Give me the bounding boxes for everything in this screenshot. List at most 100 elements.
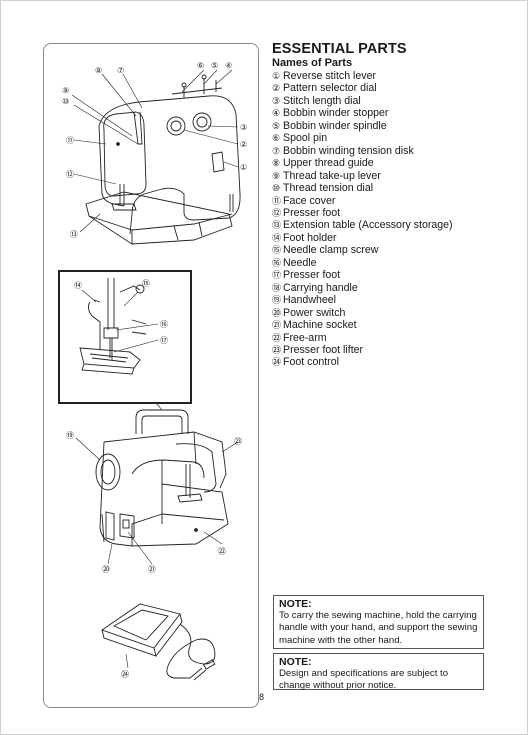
callout-8: ⑧ <box>95 66 102 75</box>
part-number: ④ <box>272 108 281 119</box>
part-label: Upper thread guide <box>283 157 374 170</box>
callout-5: ⑤ <box>211 61 218 70</box>
part-number: ② <box>272 83 281 94</box>
note-heading: NOTE: <box>279 598 312 610</box>
callout-10: ⑩ <box>62 97 69 106</box>
part-number: ㉓ <box>272 344 282 355</box>
part-number: ⑳ <box>272 307 282 318</box>
callout-4: ④ <box>225 61 232 70</box>
sewing-machine-illustrations: ⑨ ⑩ ⑪ ⑫ ⑬ ⑧ ⑦ ⑥ ⑤ ④ ③ ② ① <box>62 61 247 681</box>
rear-leader-lines <box>75 392 239 565</box>
callout-16: ⑯ <box>160 320 168 329</box>
callout-23: ㉓ <box>234 437 242 446</box>
part-label: Presser foot <box>283 269 341 282</box>
part-label: Needle clamp screw <box>283 244 379 257</box>
part-number: ㉑ <box>272 320 282 331</box>
part-number: ⑨ <box>272 170 281 181</box>
foot-callouts: ㉔ <box>121 670 129 679</box>
note-box-specifications: NOTE: Design and specifications are subj… <box>273 653 484 691</box>
callout-15: ⑮ <box>142 279 150 288</box>
part-label: Thread tension dial <box>283 182 374 195</box>
part-label: Power switch <box>283 306 346 319</box>
part-label: Needle <box>283 256 317 269</box>
callout-22: ㉒ <box>218 547 226 556</box>
part-label: Pattern selector dial <box>283 82 377 95</box>
front-callouts: ⑨ ⑩ ⑪ ⑫ ⑬ ⑧ ⑦ ⑥ ⑤ ④ ③ ② ① <box>62 61 247 239</box>
note-box-carrying: NOTE: To carry the sewing machine, hold … <box>273 595 484 649</box>
part-number: ⑯ <box>272 257 282 268</box>
part-label: Spool pin <box>283 132 328 145</box>
callout-2: ② <box>240 140 247 149</box>
part-label: Foot control <box>283 356 339 369</box>
part-number: ⑱ <box>272 282 282 293</box>
part-number: ⑭ <box>272 232 282 243</box>
part-number: ⑦ <box>272 145 281 156</box>
part-number: ⑧ <box>272 158 281 169</box>
part-number: ① <box>272 71 281 81</box>
rear-machine-drawing <box>95 409 229 547</box>
note-text: To carry the sewing machine, hold the ca… <box>279 610 478 646</box>
callout-6: ⑥ <box>197 61 204 70</box>
part-number: ⑲ <box>272 295 282 306</box>
part-label: Face cover <box>283 194 336 207</box>
front-leader-lines <box>71 69 239 233</box>
part-number: ⑰ <box>272 270 282 281</box>
part-number: ㉒ <box>272 332 282 343</box>
part-number: ⑮ <box>272 245 282 256</box>
callout-21: ㉑ <box>148 565 156 574</box>
part-label: Carrying handle <box>283 281 358 294</box>
note-heading: NOTE: <box>279 656 312 668</box>
part-label: Presser foot <box>283 206 341 219</box>
foot-control-drawing <box>101 603 216 681</box>
callout-13: ⑬ <box>70 230 78 239</box>
part-label: Handwheel <box>283 294 337 307</box>
part-label: Bobbin winder stopper <box>283 107 389 120</box>
callout-9: ⑨ <box>62 86 69 95</box>
illustration-panel: ⑨ ⑩ ⑪ ⑫ ⑬ ⑧ ⑦ ⑥ ⑤ ④ ③ ② ① <box>43 43 259 708</box>
part-label: Bobbin winder spindle <box>283 119 387 132</box>
part-number: ⑤ <box>272 120 281 131</box>
callout-7: ⑦ <box>117 66 124 75</box>
part-number: ㉔ <box>272 357 282 368</box>
part-label: Foot holder <box>283 231 337 244</box>
part-label: Machine socket <box>283 319 357 332</box>
part-label: Thread take-up lever <box>283 169 381 182</box>
callout-1: ① <box>240 163 247 172</box>
callout-12: ⑫ <box>66 170 74 179</box>
callout-20: ⑳ <box>102 565 110 574</box>
page-number: 8 <box>259 692 265 702</box>
front-machine-drawing <box>85 74 241 245</box>
section-subtitle: Names of Parts <box>272 57 353 69</box>
part-label: Bobbin winding tension disk <box>283 144 414 157</box>
part-label: Reverse stitch lever <box>283 70 377 82</box>
callout-19: ⑲ <box>66 431 74 440</box>
part-label: Free-arm <box>283 331 327 344</box>
part-number: ⑪ <box>272 195 282 206</box>
callout-14: ⑭ <box>74 281 82 290</box>
callout-11: ⑪ <box>66 136 74 145</box>
callout-3: ③ <box>240 123 247 132</box>
